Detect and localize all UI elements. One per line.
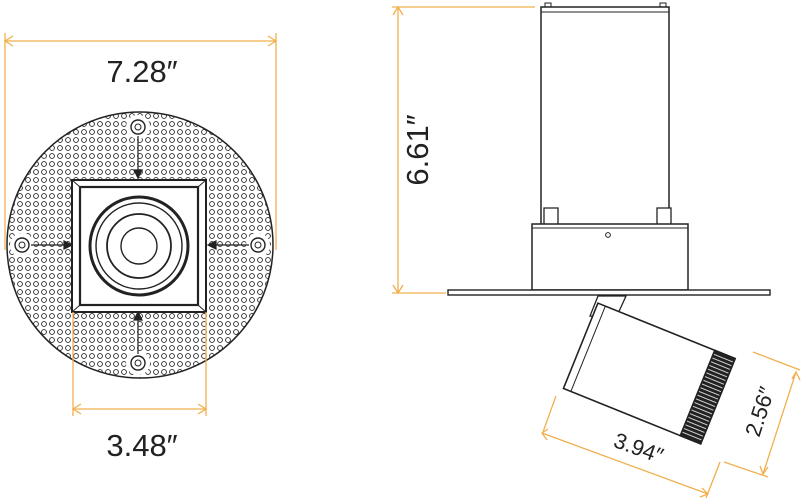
screw-hole-bottom xyxy=(130,355,146,371)
side-view: 6.61″ 3.94″ 2.56″ xyxy=(392,2,801,499)
width-dimension-label: 7.28″ xyxy=(106,54,177,89)
cutout-dimension xyxy=(71,312,208,416)
mounting-bracket-left xyxy=(543,207,559,224)
height-dimension xyxy=(392,5,535,295)
head-length-dimension-label: 3.94″ xyxy=(611,428,667,469)
lens-assembly xyxy=(88,195,190,297)
light-head xyxy=(562,302,737,445)
driver-housing xyxy=(540,6,670,226)
cutout-dimension-label: 3.48″ xyxy=(106,428,177,463)
flange-plate xyxy=(447,289,771,296)
head-diameter-dimension-label: 2.56″ xyxy=(740,384,779,440)
height-dimension-label: 6.61″ xyxy=(400,114,435,185)
screw-hole-right xyxy=(250,237,266,253)
mounting-bracket-right xyxy=(656,207,672,224)
front-view: 7.28″ 3.48″ xyxy=(3,33,278,463)
mounting-arrows xyxy=(31,136,249,354)
head-length-dimension xyxy=(541,395,721,499)
screw-hole-top xyxy=(130,119,146,135)
head-diameter-dimension xyxy=(723,351,801,478)
knurled-bezel xyxy=(679,349,737,445)
width-dimension xyxy=(3,33,278,250)
screw-hole-left xyxy=(14,237,30,253)
